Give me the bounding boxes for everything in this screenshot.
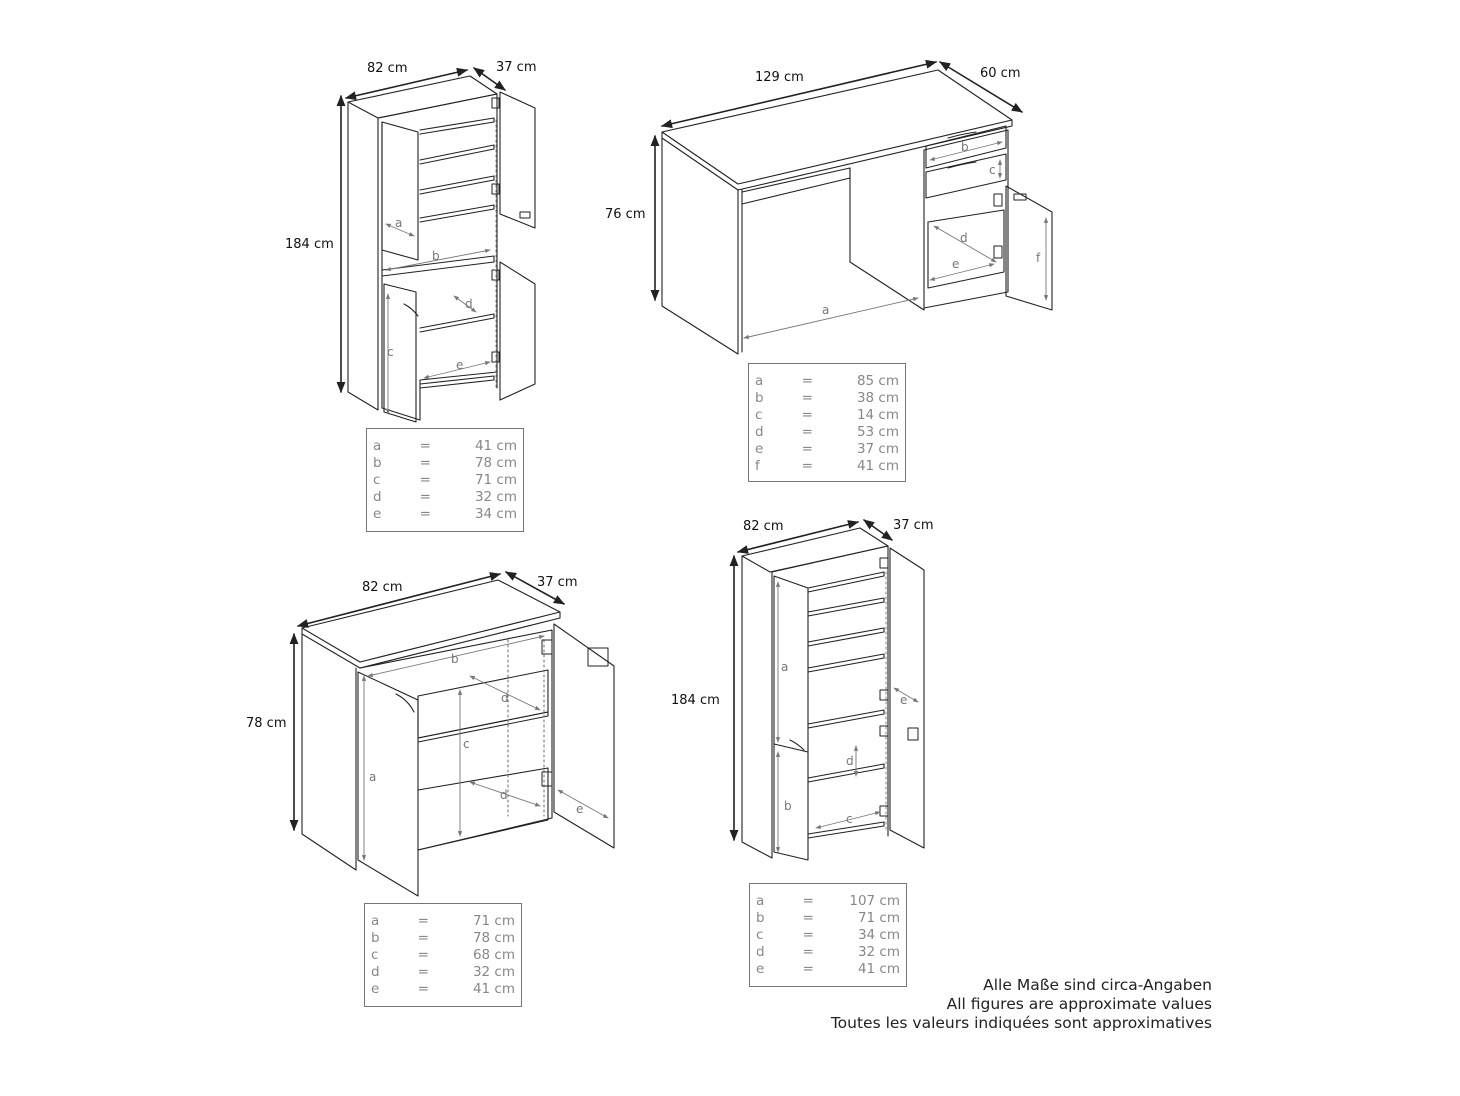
legend-row: c=14 cm [755,407,899,423]
depth-label-tall-cabinet-1: 37 cm [496,60,537,75]
inner-label-b: b [784,799,792,813]
inner-label-a: a [395,216,403,230]
tall-cabinet-top-left-drawing [336,67,536,423]
low-cabinet-drawing [289,571,615,897]
legend-box-tall-cabinet-2: a=107 cm b=71 cm c=34 cm d=32 cm e=41 cm [749,883,907,987]
inner-label-e: e [952,257,960,271]
approximate-values-note: Alle Maße sind circa-Angaben All figures… [831,976,1212,1033]
legend-row: e=41 cm [756,961,900,977]
legend-row: a=41 cm [373,438,517,454]
legend-row: b=71 cm [756,910,900,926]
inner-label-a: a [369,770,377,784]
inner-label-e: e [576,802,584,816]
depth-label-desk: 60 cm [980,66,1021,81]
legend-row: d=53 cm [755,424,899,440]
legend-row: a=85 cm [755,373,899,389]
note-english: All figures are approximate values [946,995,1212,1013]
inner-label-d: d [500,788,508,802]
legend-row: e=41 cm [371,981,515,997]
legend-row: d=32 cm [756,944,900,960]
legend-row: b=78 cm [373,455,517,471]
inner-label-d: d [501,691,509,705]
legend-row: f=41 cm [755,458,899,474]
inner-label-e: e [456,358,464,372]
note-french: Toutes les valeurs indiquées sont approx… [830,1014,1212,1032]
height-label-low-cabinet: 78 cm [246,716,287,731]
legend-box-tall-cabinet-1: a=41 cm b=78 cm c=71 cm d=32 cm e=34 cm [366,428,524,532]
depth-label-low-cabinet: 37 cm [537,575,578,590]
width-label-low-cabinet: 82 cm [362,580,403,595]
note-german: Alle Maße sind circa-Angaben [983,976,1212,994]
inner-label-f: f [1036,251,1041,265]
legend-row: d=32 cm [371,964,515,980]
legend-row: c=68 cm [371,947,515,963]
legend-table: a=41 cm b=78 cm c=71 cm d=32 cm e=34 cm [367,438,523,523]
inner-label-d: d [846,754,854,768]
inner-label-c: c [463,737,470,751]
inner-label-c: c [846,812,853,826]
height-label-tall-cabinet-1: 184 cm [285,237,334,252]
legend-row: e=34 cm [373,506,517,522]
legend-row: a=107 cm [756,893,900,909]
inner-label-b: b [451,652,459,666]
width-label-tall-cabinet-2: 82 cm [743,519,784,534]
legend-table: a=85 cm b=38 cm c=14 cm d=53 cm e=37 cm … [749,373,905,475]
inner-label-a: a [822,303,830,317]
legend-row: b=78 cm [371,930,515,946]
inner-label-d: d [960,231,968,245]
desk-drawing [650,59,1053,355]
height-label-desk: 76 cm [605,207,646,222]
width-label-desk: 129 cm [755,70,804,85]
height-label-tall-cabinet-2: 184 cm [671,693,720,708]
legend-row: e=37 cm [755,441,899,457]
inner-label-d: d [465,297,473,311]
inner-label-c: c [387,345,394,359]
legend-row: c=71 cm [373,472,517,488]
inner-label-c: c [989,163,996,177]
legend-row: a=71 cm [371,913,515,929]
legend-row: c=34 cm [756,927,900,943]
legend-row: b=38 cm [755,390,899,406]
legend-box-low-cabinet: a=71 cm b=78 cm c=68 cm d=32 cm e=41 cm [364,903,522,1007]
inner-label-a: a [781,660,789,674]
depth-label-tall-cabinet-2: 37 cm [893,518,934,533]
width-label-tall-cabinet-1: 82 cm [367,61,408,76]
inner-label-b: b [432,249,440,263]
legend-table: a=107 cm b=71 cm c=34 cm d=32 cm e=41 cm [750,893,906,978]
legend-row: d=32 cm [373,489,517,505]
inner-label-b: b [961,140,969,154]
legend-table: a=71 cm b=78 cm c=68 cm d=32 cm e=41 cm [365,913,521,998]
tall-cabinet-bottom-right-drawing [729,519,925,861]
inner-label-e: e [900,693,908,707]
legend-box-desk: a=85 cm b=38 cm c=14 cm d=53 cm e=37 cm … [748,363,906,482]
